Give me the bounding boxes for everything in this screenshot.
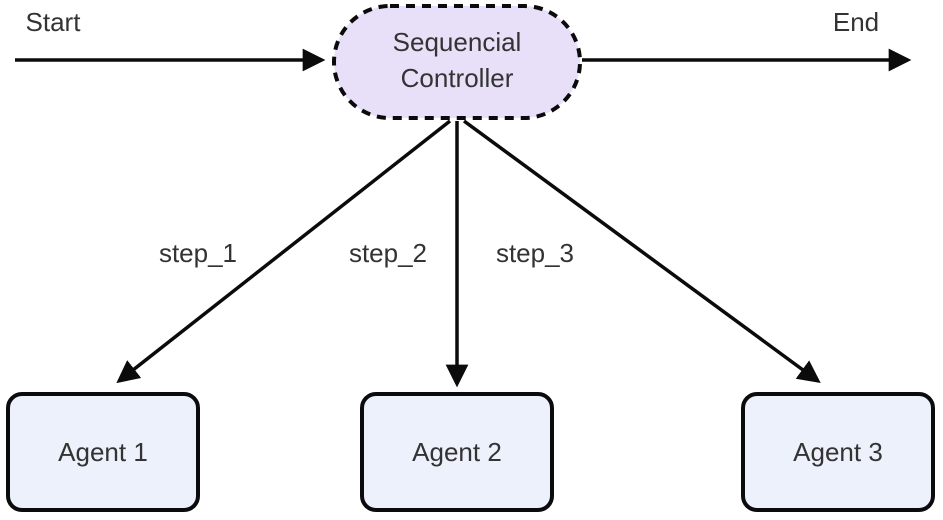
agent3-label: Agent 3 xyxy=(793,437,883,467)
agent2-label: Agent 2 xyxy=(412,437,502,467)
edge-label-step3: step_3 xyxy=(496,238,574,268)
start-label: Start xyxy=(26,7,82,37)
end-label: End xyxy=(833,7,879,37)
agent1-label: Agent 1 xyxy=(58,437,148,467)
controller-node xyxy=(332,4,582,120)
diagram-text-layer: Start End Sequencial Controller step_1 s… xyxy=(26,7,883,467)
controller-label-line1: Sequencial xyxy=(393,27,522,57)
agent1-node xyxy=(6,392,200,512)
edge-controller-to-agent3 xyxy=(462,119,821,384)
edge-label-step2: step_2 xyxy=(349,238,427,268)
agent2-node xyxy=(360,392,554,512)
edge-label-step1: step_1 xyxy=(159,238,237,268)
controller-label-line2: Controller xyxy=(401,63,514,93)
agent3-node xyxy=(741,392,935,512)
edge-controller-to-agent1 xyxy=(116,119,452,384)
